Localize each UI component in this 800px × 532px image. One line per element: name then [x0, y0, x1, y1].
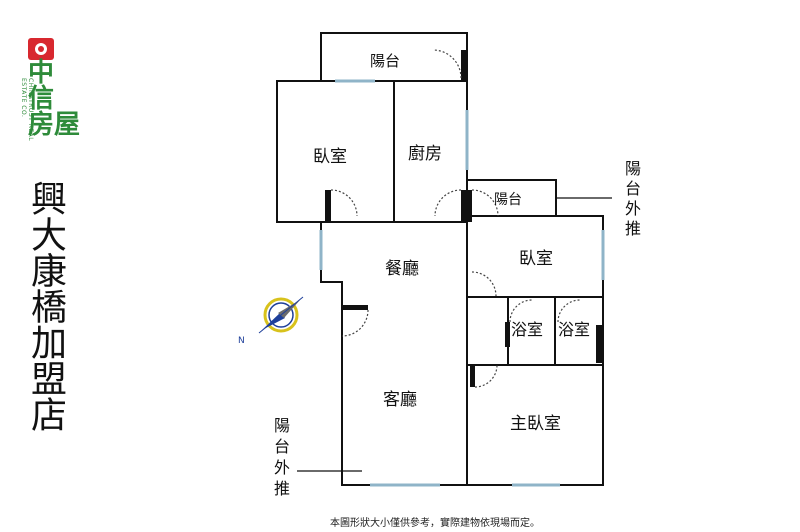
- logo-emblem-icon: [28, 38, 54, 60]
- annotation-left-char-3: 外: [274, 458, 290, 477]
- thick-walls: [325, 50, 602, 387]
- room-label-balcony-mid: 陽台: [494, 192, 522, 208]
- room-label-kitchen: 廚房: [408, 143, 442, 164]
- logo-vertical-text: CHINATRUST REAL ESTATE CO.: [20, 78, 34, 142]
- annotation-right-char-1: 陽: [625, 159, 641, 178]
- company-logo: CHINATRUST REAL ESTATE CO. 中 信 房屋: [10, 38, 100, 158]
- disclaimer-text: 本圖形狀大小僅供參考，實際建物依現場而定。: [330, 518, 540, 529]
- room-label-bath-1: 浴室: [511, 320, 543, 339]
- annotation-right-char-2: 台: [625, 179, 641, 198]
- room-label-bedroom-right: 臥室: [519, 249, 553, 269]
- annotation-right-char-3: 外: [625, 199, 641, 218]
- door-arcs: [330, 49, 581, 388]
- room-label-bath-2: 浴室: [558, 320, 590, 339]
- logo-char-2: 信: [28, 84, 55, 114]
- logo-char-1: 中: [28, 58, 55, 88]
- room-label-living: 客廳: [383, 390, 417, 410]
- annotation-left-char-4: 推: [274, 479, 290, 498]
- room-label-master-bedroom: 主臥室: [510, 414, 561, 434]
- room-label-balcony-top: 陽台: [370, 52, 400, 70]
- room-label-bedroom-left: 臥室: [313, 147, 347, 167]
- store-name: 興大康橋加盟店: [25, 180, 66, 432]
- logo-char-3: 房屋: [28, 110, 81, 140]
- compass-north-label: N: [238, 336, 245, 346]
- compass-icon: [258, 296, 304, 334]
- annotation-left-char-1: 陽: [274, 416, 290, 435]
- annotation-left-char-2: 台: [274, 437, 290, 456]
- windows: [319, 79, 605, 487]
- room-label-dining: 餐廳: [385, 259, 419, 279]
- annotation-right-char-4: 推: [625, 219, 641, 238]
